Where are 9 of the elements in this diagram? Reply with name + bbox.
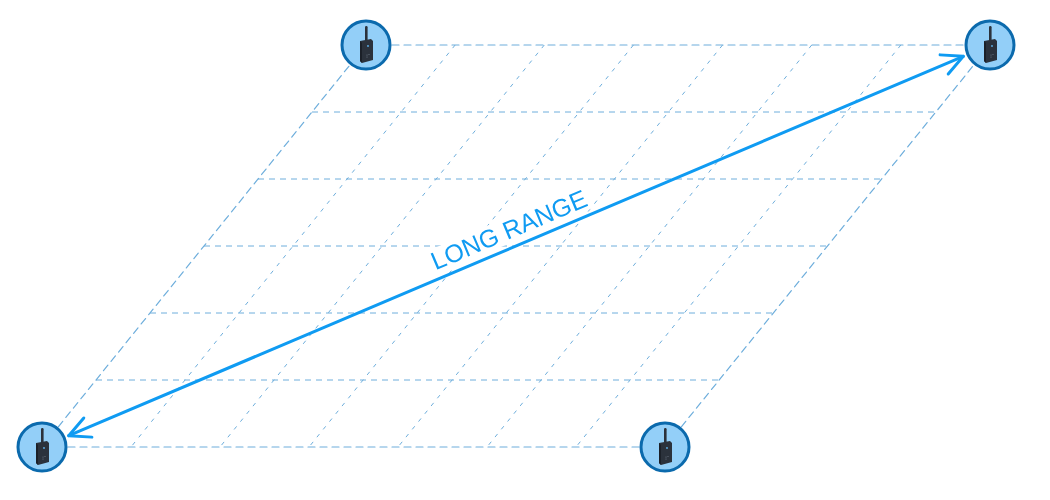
radio-device-icon	[639, 421, 691, 473]
radio-device-icon	[964, 19, 1016, 71]
double-arrow	[67, 53, 965, 439]
radio-device-icon	[340, 19, 392, 71]
radio-device-icon	[16, 421, 68, 473]
dashed-line	[67, 446, 640, 448]
dashed-line	[57, 64, 351, 428]
dashed-line	[391, 44, 965, 46]
dashed-line	[680, 64, 975, 428]
